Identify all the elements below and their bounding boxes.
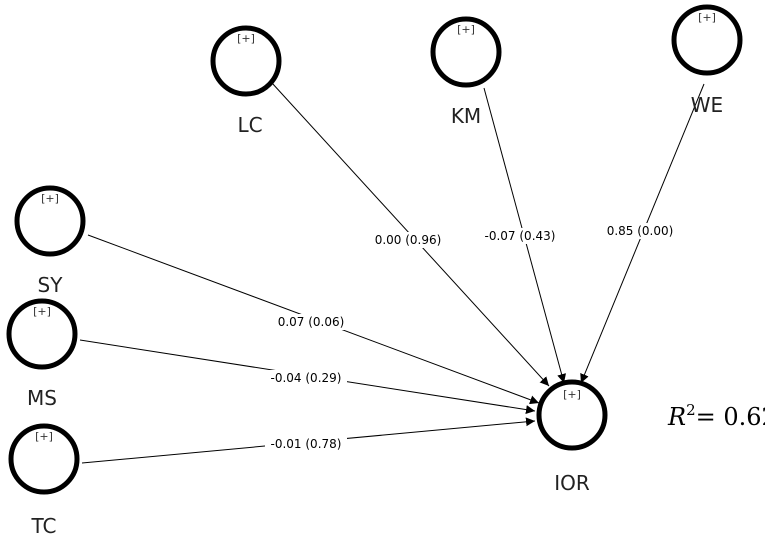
path-label-ms: -0.04 (0.29) — [271, 371, 342, 385]
node-label-lc: LC — [237, 113, 262, 137]
r-squared-value: = 0.62 — [696, 403, 765, 431]
node-label-sy: SY — [38, 273, 64, 297]
expand-marker[interactable]: [+] — [698, 11, 716, 24]
node-km[interactable]: [+] KM — [430, 16, 502, 128]
path-label-tc: -0.01 (0.78) — [271, 437, 342, 451]
expand-marker[interactable]: [+] — [237, 32, 255, 45]
expand-marker[interactable]: [+] — [33, 305, 51, 318]
node-ior[interactable]: [+] IOR — [536, 379, 608, 495]
expand-marker[interactable]: [+] — [35, 430, 53, 443]
r-squared-label: R2= 0.62 — [667, 401, 765, 431]
node-label-we: WE — [691, 93, 723, 117]
r-squared-exponent: 2 — [686, 401, 696, 419]
expand-marker[interactable]: [+] — [563, 388, 581, 401]
path-label-lc: 0.00 (0.96) — [375, 233, 442, 247]
path-label-km: -0.07 (0.43) — [485, 229, 556, 243]
node-lc[interactable]: [+] LC — [210, 25, 282, 137]
path-label-sy: 0.07 (0.06) — [278, 315, 345, 329]
node-we[interactable]: [+] WE — [671, 4, 743, 117]
expand-marker[interactable]: [+] — [457, 23, 475, 36]
node-tc[interactable]: [+] TC — [8, 423, 80, 538]
expand-marker[interactable]: [+] — [41, 192, 59, 205]
node-label-ms: MS — [27, 386, 57, 410]
node-label-km: KM — [451, 104, 481, 128]
r-squared-symbol: R — [667, 403, 686, 431]
node-label-ior: IOR — [554, 471, 590, 495]
path-arrows — [79, 82, 705, 464]
path-label-we: 0.85 (0.00) — [607, 224, 674, 238]
node-sy[interactable]: [+] SY — [14, 185, 86, 297]
node-label-tc: TC — [30, 514, 56, 538]
path-labels: 0.00 (0.96) -0.07 (0.43) 0.85 (0.00) 0.0… — [265, 223, 678, 452]
node-ms[interactable]: [+] MS — [6, 298, 78, 410]
